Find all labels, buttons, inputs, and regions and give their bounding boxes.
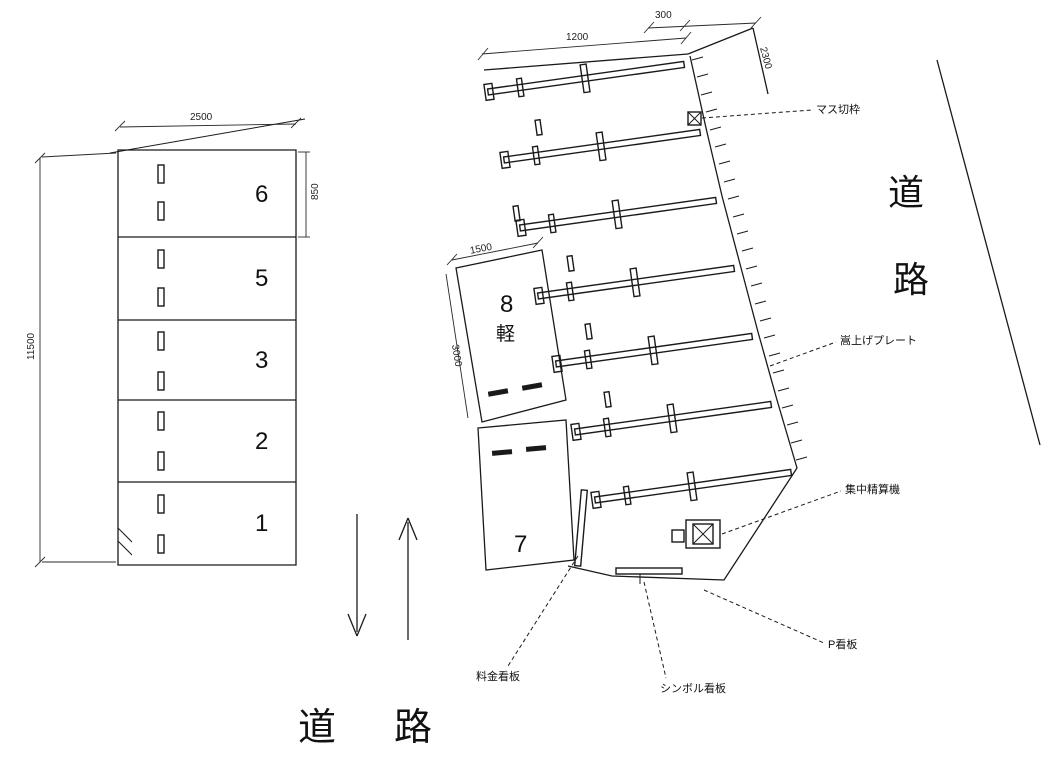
annotation-p-sign: P看板 (828, 637, 857, 651)
stall-divider (515, 196, 718, 238)
wheel-stops-left-block (157, 164, 165, 554)
payment-machine (671, 519, 721, 549)
road-right-label-2: 路 (893, 259, 929, 300)
area-topright-edge (687, 27, 754, 55)
stall-8-outline (455, 249, 567, 423)
stall-7: 7 (477, 419, 575, 571)
left-block-outline (117, 149, 297, 566)
angled-parking-area (483, 27, 808, 581)
dim-left-height: 11500 (26, 332, 37, 360)
road-right-boundary-line (936, 59, 1041, 446)
arrow-up-icon (398, 517, 418, 640)
stall-divider (533, 264, 736, 306)
stall-number-2: 2 (255, 428, 268, 455)
boundary-hatch-ticks (691, 56, 808, 461)
area-top-edge (483, 53, 689, 71)
road-right: 道 路 (888, 59, 1041, 446)
top-dimensions: 1200 300 2300 (477, 10, 774, 71)
dim-left-width: 2500 (190, 112, 213, 123)
stall-divider (590, 468, 793, 510)
dim-kei-width: 1500 (469, 242, 493, 257)
hatched-boundary (567, 55, 798, 581)
stall-number-8: 8 (500, 291, 513, 318)
stall-number-5: 5 (255, 265, 268, 292)
stall-number-3: 3 (255, 347, 268, 374)
corner-hatch (117, 527, 133, 556)
fee-signboard (573, 489, 589, 567)
dim-top-span: 1200 (566, 32, 589, 43)
stall-divider (570, 400, 773, 442)
left-parking-block: 6 5 3 2 1 (109, 118, 306, 566)
road-bottom-label: 道 路 (298, 707, 442, 749)
area-topright-side (752, 27, 769, 95)
annotation-fee-sign: 料金看板 (476, 669, 520, 683)
symbol-signboard (615, 567, 683, 584)
dim-kei-depth: 3000 (449, 344, 463, 368)
arrow-down-icon (347, 514, 367, 637)
stall-8-kei-label: 軽 (496, 323, 515, 345)
stall-7-outline (477, 419, 575, 571)
stall-number-6: 6 (255, 181, 268, 208)
dim-stall6-depth: 850 (310, 183, 321, 200)
stall-divider (499, 128, 702, 170)
stall-divider (483, 60, 686, 102)
annotations: マス切枠 嵩上げプレート 集中精算機 P看板 料金看板 シンボル看板 (476, 102, 917, 695)
stall-divider (551, 332, 754, 374)
stall-8-kei: 8 軽 1500 3000 (445, 236, 567, 423)
stall-number-7: 7 (514, 531, 527, 558)
wheel-stops-angled (512, 118, 612, 408)
stall-number-1: 1 (255, 510, 268, 537)
annotation-symbol-sign: シンボル看板 (660, 681, 726, 695)
masu-box (687, 111, 702, 126)
annotation-plate: 嵩上げプレート (840, 334, 917, 347)
road-right-label-1: 道 (888, 172, 924, 213)
annotation-pay: 集中精算機 (845, 482, 900, 496)
annotation-masu: マス切枠 (816, 102, 860, 116)
left-block-dimensions: 11500 2500 850 (26, 112, 321, 568)
traffic-arrows (347, 514, 418, 640)
dim-top-small: 300 (655, 10, 672, 21)
